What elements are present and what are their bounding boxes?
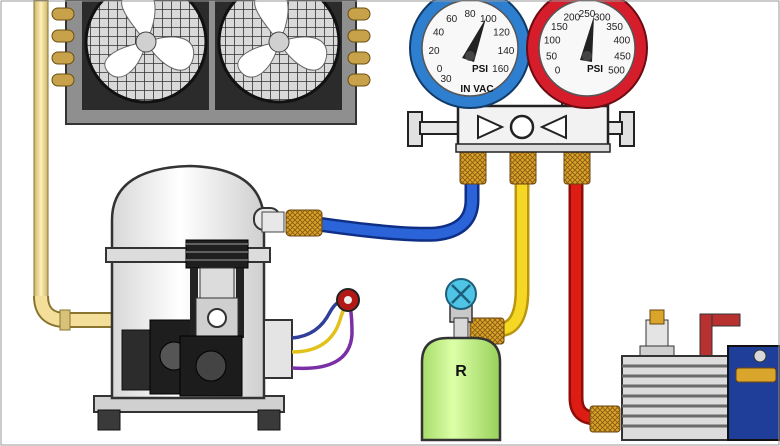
high_gauge-scale-label: 0 xyxy=(555,66,561,77)
high_gauge-scale-label: 300 xyxy=(594,12,611,23)
low_gauge-scale-label: 100 xyxy=(480,14,497,25)
low_gauge-scale-label: 160 xyxy=(492,64,509,75)
high_gauge-scale-label: 400 xyxy=(613,36,630,47)
compressor-piston xyxy=(179,239,249,397)
low_gauge-scale-label: 40 xyxy=(433,28,445,39)
valve-arrow-high xyxy=(539,114,567,140)
condenser-unit xyxy=(51,0,371,125)
high_gauge-scale-label: 50 xyxy=(546,51,558,62)
high-gauge-psi-label: PSI xyxy=(587,64,603,75)
condenser-fan-right xyxy=(215,0,342,110)
low-gauge-vac-label: IN VAC xyxy=(460,84,493,95)
low-gauge-needle xyxy=(462,18,486,62)
low_gauge-scale-label: 80 xyxy=(464,9,476,20)
low_gauge-scale-label: 140 xyxy=(498,46,515,57)
vacuum-pump xyxy=(621,309,780,441)
high_gauge-scale-label: 500 xyxy=(608,66,625,77)
compressor xyxy=(93,164,293,431)
pump-cooling-fins xyxy=(622,364,732,428)
low-gauge-psi-label: PSI xyxy=(472,64,488,75)
discharge-pipe xyxy=(33,0,118,331)
low_gauge-scale-label: 120 xyxy=(493,28,510,39)
hose-fittings xyxy=(261,147,621,433)
high_gauge-scale-label: 450 xyxy=(614,51,631,62)
low_gauge-scale-label: 0 xyxy=(437,64,443,75)
condenser-coils xyxy=(51,7,371,87)
refrigerant-tank: R xyxy=(420,278,502,442)
tank-label: R xyxy=(455,363,467,380)
high_gauge-scale-label: 200 xyxy=(563,12,580,23)
low_gauge-scale-label: 60 xyxy=(446,14,458,25)
manifold xyxy=(407,87,635,153)
condenser-fan-left xyxy=(82,0,209,110)
high_gauge-scale-label: 350 xyxy=(606,22,623,33)
low_gauge-scale-label: 20 xyxy=(428,46,440,57)
compressor-wires xyxy=(291,288,360,371)
valve-arrow-low xyxy=(477,114,505,140)
high_gauge-scale-label: 100 xyxy=(544,36,561,47)
low-gauge-vac-reading: 30 xyxy=(440,74,452,85)
high-gauge-needle xyxy=(580,16,594,62)
high_gauge-scale-label: 150 xyxy=(551,22,568,33)
high_gauge-scale-label: 250 xyxy=(579,9,596,20)
